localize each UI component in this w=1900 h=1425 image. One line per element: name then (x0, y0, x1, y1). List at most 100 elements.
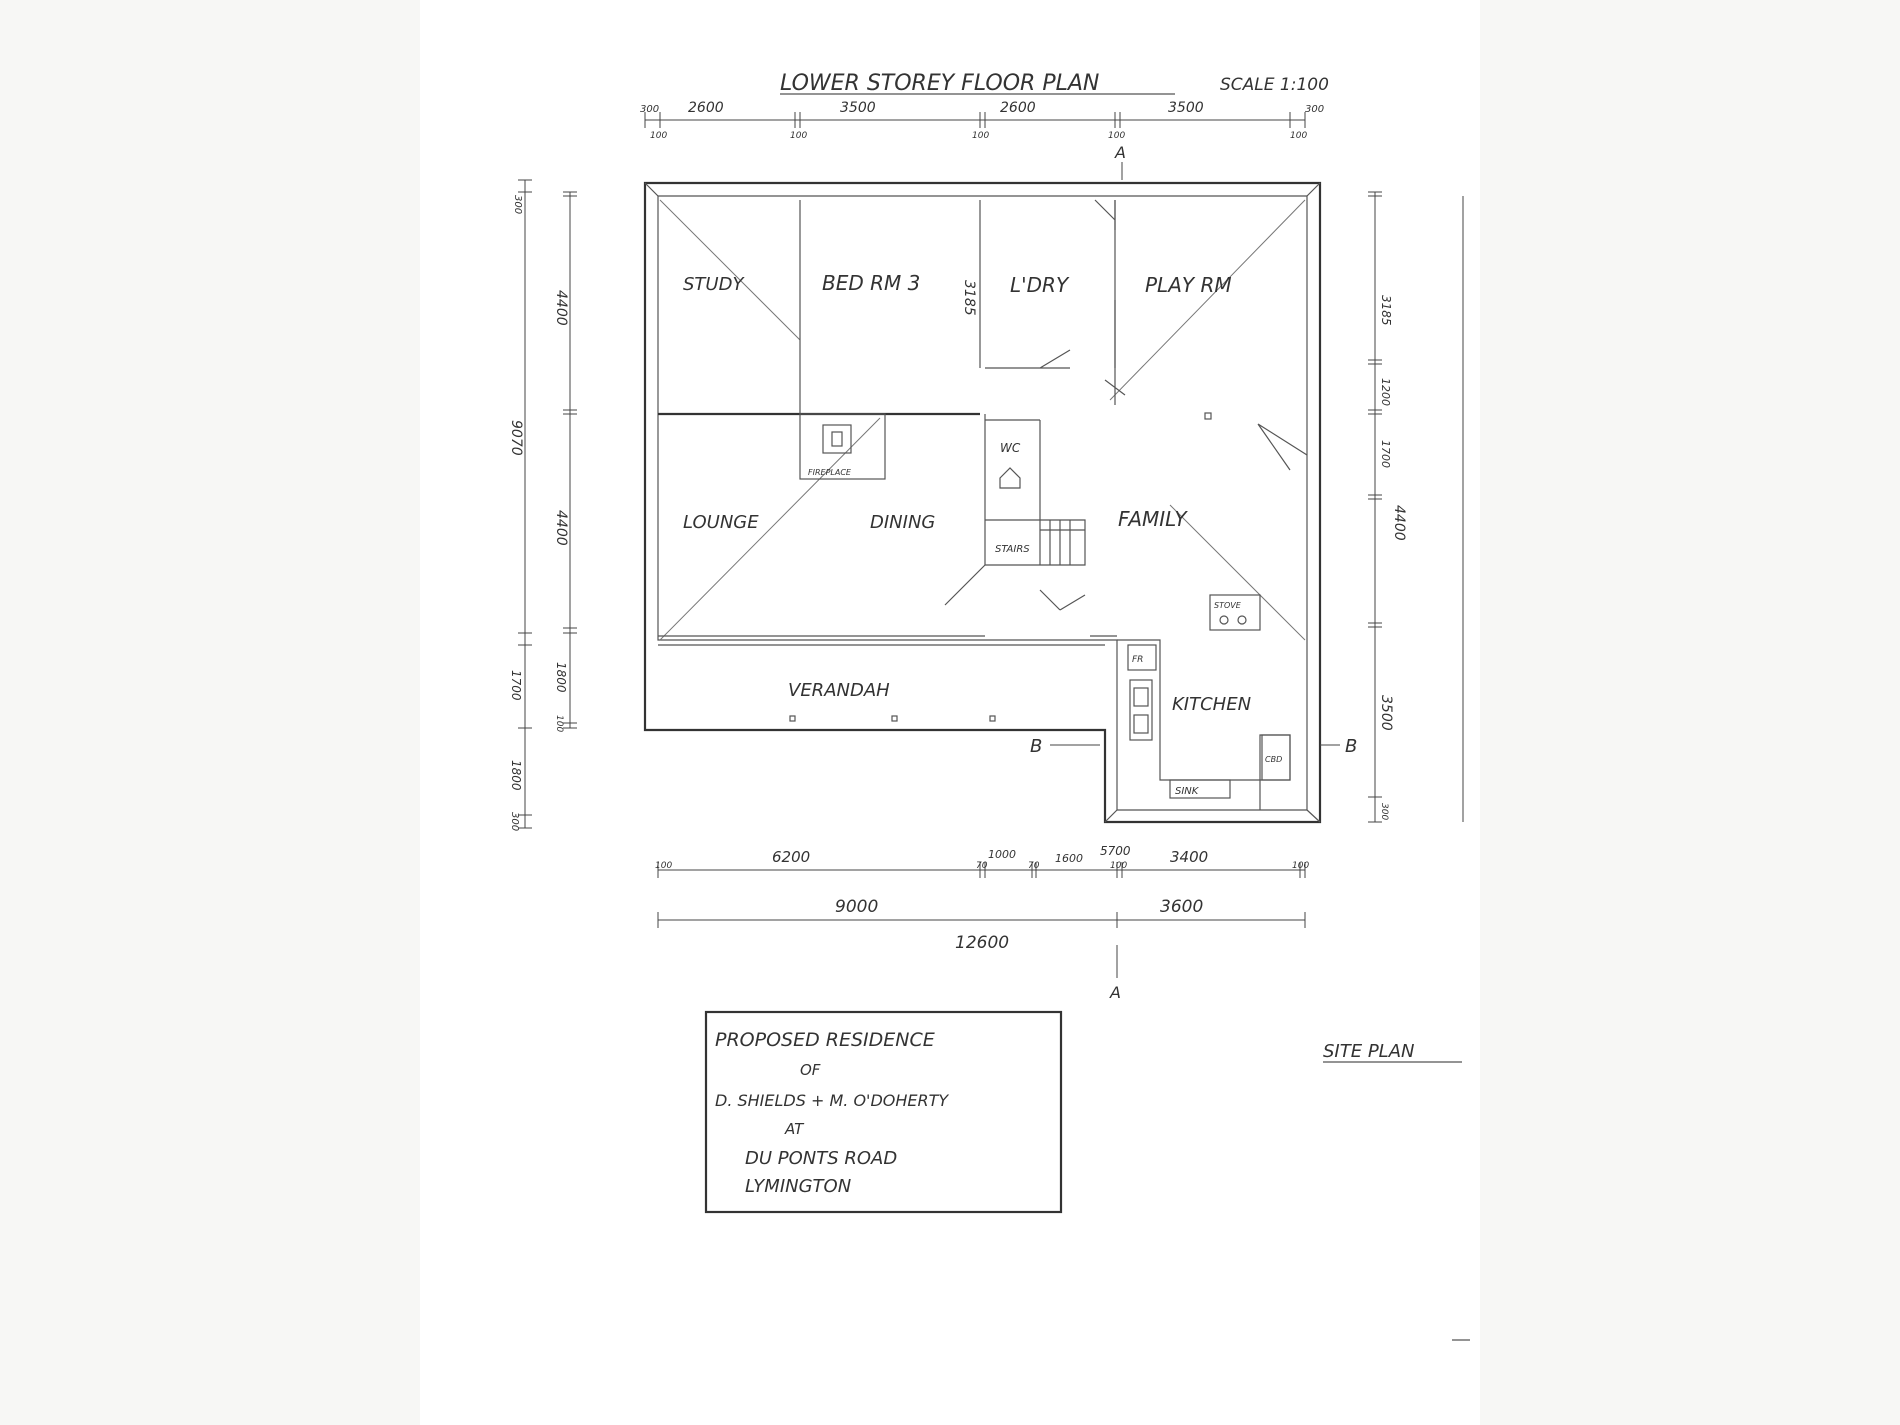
left-dimension-ticks (518, 179, 577, 829)
dining-step-lines (944, 564, 1086, 611)
left-outer-2: 1700 (509, 670, 523, 701)
bottom1-9: 100 (1292, 861, 1309, 871)
title-block-line1: PROPOSED RESIDENCE (715, 1029, 935, 1051)
left-outer-4: 300 (509, 812, 520, 831)
fireplace-label: FIREPLACE (808, 468, 852, 477)
sink-label: SINK (1175, 786, 1200, 797)
sink-bowl-1 (1133, 687, 1149, 707)
right-dim-3: 4400 (1391, 505, 1407, 541)
section-b-right: B (1345, 736, 1357, 757)
bottom1-1: 6200 (772, 848, 810, 866)
title-block-frame (704, 1010, 1063, 1214)
left-inner-1: 4400 (553, 510, 569, 546)
top-dim-4: 3500 (1168, 100, 1204, 116)
left-inner-3: 100 (554, 715, 564, 732)
bottom1-4: 70 (1028, 861, 1040, 871)
bottom1-2: 70 (976, 861, 988, 871)
fridge (1127, 644, 1157, 671)
right-dim-2: 1700 (1379, 440, 1392, 468)
top-dim-2: 3500 (840, 100, 876, 116)
room-family: FAMILY (1118, 507, 1188, 531)
top-dimension-ticks (644, 112, 1306, 128)
kitchen-bench (1117, 639, 1291, 810)
drawing-sheet (420, 0, 1480, 1425)
sink-bowl-2 (1133, 714, 1149, 734)
bottom1-0: 100 (655, 861, 672, 871)
top-small-1: 100 (790, 131, 807, 141)
bottom1-5: 1600 (1055, 852, 1083, 865)
bottom1-8: 3400 (1170, 848, 1208, 866)
top-dim-5: 300 (1305, 104, 1324, 115)
stove-label: STOVE (1214, 601, 1242, 610)
stairs-outline (985, 490, 1086, 566)
stairs-label: STAIRS (995, 544, 1030, 555)
room-kitchen: KITCHEN (1172, 694, 1251, 715)
fireplace-flue (831, 431, 843, 447)
fireplace-hearth (822, 424, 852, 454)
stove-burner-2 (1237, 615, 1247, 625)
section-a-top: A (1114, 143, 1126, 162)
section-b-left: B (1030, 736, 1042, 757)
room-dining: DINING (870, 512, 935, 533)
wc-toilet (999, 467, 1021, 489)
servery (1169, 779, 1231, 799)
wc-walls (984, 414, 1041, 565)
bottom1-3: 1000 (988, 848, 1016, 861)
corner-ticks (644, 182, 1321, 823)
title-block-line2: OF (800, 1061, 821, 1079)
left-outer-0: 300 (512, 195, 523, 214)
roof-hip-lines (659, 199, 1306, 641)
bottom1-7: 100 (1110, 861, 1127, 871)
wall-upper-partitions (799, 200, 1116, 414)
room-bedrm3: BED RM 3 (822, 271, 920, 295)
room-playrm: PLAY RM (1145, 273, 1232, 297)
plan-title: LOWER STOREY FLOOR PLAN (780, 71, 1099, 96)
title-block-line6: LYMINGTON (745, 1176, 851, 1197)
title-block-line3: D. SHIELDS + M. O'DOHERTY (715, 1091, 949, 1110)
room-lounge: LOUNGE (683, 512, 759, 533)
bottom2-1: 3600 (1160, 897, 1203, 917)
right-dim-4: 3500 (1378, 695, 1394, 731)
left-outer-3: 1800 (509, 760, 523, 791)
left-inner-0: 4400 (553, 290, 569, 326)
playrm-wall (1104, 300, 1126, 405)
title-block-line4: AT (784, 1120, 805, 1138)
stairs-treads (1040, 520, 1085, 565)
sink-double (1129, 679, 1153, 741)
right-dim-5: 300 (1379, 803, 1389, 820)
top-dim-0: 300 (640, 104, 659, 115)
room-ldry: L'DRY (1010, 273, 1070, 297)
verandah-posts (789, 715, 996, 722)
top-small-4: 100 (1290, 131, 1307, 141)
left-outer-1: 9070 (508, 420, 524, 456)
top-dim-3: 2600 (1000, 100, 1036, 116)
room-verandah: VERANDAH (788, 680, 890, 701)
cupboard (1261, 734, 1291, 781)
bottom1-6: 5700 (1100, 844, 1131, 858)
stove (1209, 594, 1261, 631)
top-dim-1: 2600 (688, 100, 724, 116)
bottom-total: 12600 (955, 933, 1009, 953)
stove-burner-1 (1219, 615, 1229, 625)
room-study: STUDY (683, 274, 745, 295)
bottom2-0: 9000 (835, 897, 878, 917)
room-dim-note: 3185 (961, 280, 977, 316)
fridge-label: FR (1132, 655, 1143, 665)
bottom-dimension-ticks-1 (657, 862, 1306, 878)
right-dim-0: 3185 (1379, 295, 1393, 326)
site-plan-label: SITE PLAN (1323, 1041, 1415, 1062)
top-small-0: 100 (650, 131, 667, 141)
left-inner-2: 1800 (554, 662, 568, 693)
laundry-walls (985, 199, 1116, 369)
top-small-2: 100 (972, 131, 989, 141)
title-block-line5: DU PONTS ROAD (745, 1148, 897, 1169)
fireplace-box (799, 413, 886, 480)
plan-scale: SCALE 1:100 (1220, 75, 1329, 95)
wc-label: WC (1000, 441, 1021, 455)
section-a-bottom: A (1109, 983, 1121, 1002)
right-dimension-ticks (1368, 191, 1382, 823)
cupboard-label: CBD (1265, 755, 1282, 764)
right-dim-1: 1200 (1379, 378, 1392, 406)
bottom-dimension-ticks-2 (657, 912, 1306, 928)
